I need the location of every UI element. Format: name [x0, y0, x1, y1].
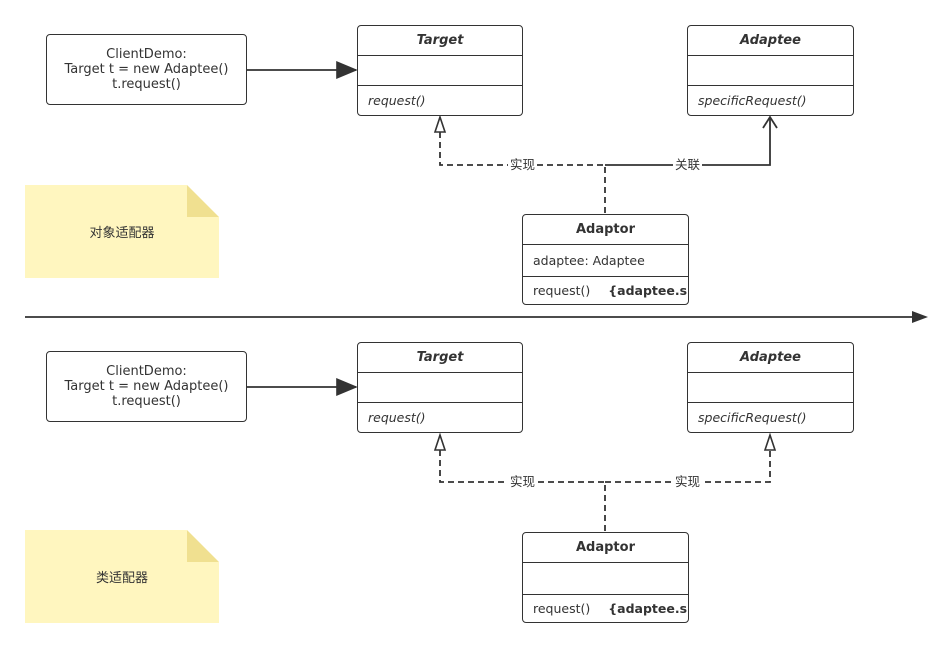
- divider: [688, 372, 853, 373]
- divider: [523, 244, 688, 245]
- class-method: request(): [533, 283, 591, 298]
- bottom-realize-right-arrowhead: [763, 432, 777, 451]
- divider: [523, 276, 688, 277]
- bottom-client-demo-box[interactable]: ClientDemo: Target t = new Adaptee() t.r…: [46, 351, 247, 422]
- class-name: Adaptee: [740, 350, 801, 365]
- client-title: ClientDemo:: [106, 364, 187, 379]
- note-fold: [187, 530, 219, 562]
- client-code-line: Target t = new Adaptee(): [64, 62, 229, 77]
- method-implementation: {adaptee.specificRequest()}: [608, 601, 688, 616]
- class-method: specificRequest(): [698, 93, 807, 108]
- class-attribute: adaptee: Adaptee: [533, 253, 645, 268]
- top-realize-label: 实现: [508, 157, 538, 172]
- class-name: Target: [416, 350, 464, 365]
- section-divider-arrowhead: [912, 311, 928, 323]
- divider: [358, 85, 522, 86]
- class-name: Adaptee: [740, 33, 801, 48]
- bottom-realize-left-line: [439, 450, 606, 531]
- divider: [358, 55, 522, 56]
- bottom-note[interactable]: 类适配器: [25, 530, 219, 623]
- class-method: specificRequest(): [698, 410, 807, 425]
- class-method: request(): [368, 410, 426, 425]
- class-method: request(): [368, 93, 426, 108]
- bottom-adaptee-class[interactable]: Adaptee specificRequest(): [687, 342, 854, 433]
- divider: [688, 85, 853, 86]
- top-client-demo-box[interactable]: ClientDemo: Target t = new Adaptee() t.r…: [46, 34, 247, 105]
- note-text: 对象适配器: [89, 226, 155, 241]
- class-method-row: request() {adaptee.specificRequest()}: [523, 594, 688, 622]
- note-fold: [187, 185, 219, 217]
- top-adaptor-class[interactable]: Adaptor adaptee: Adaptee request() {adap…: [522, 214, 689, 305]
- client-call-line: t.request(): [112, 394, 181, 409]
- method-implementation: {adaptee.specificRequest()}: [608, 283, 688, 298]
- class-name: Adaptor: [575, 540, 635, 555]
- class-method: request(): [533, 601, 591, 616]
- top-note[interactable]: 对象适配器: [25, 185, 219, 278]
- bottom-realize-left-label: 实现: [508, 474, 538, 489]
- class-method-row: request() {adaptee.specificRequest()}: [523, 276, 688, 304]
- class-name: Target: [416, 33, 464, 48]
- divider: [358, 402, 522, 403]
- divider: [523, 594, 688, 595]
- bottom-realize-right-line: [605, 450, 771, 483]
- bottom-realize-left-arrowhead: [433, 432, 447, 451]
- top-association-line: [605, 118, 771, 166]
- client-title: ClientDemo:: [106, 47, 187, 62]
- bottom-adaptor-class[interactable]: Adaptor request() {adaptee.specificReque…: [522, 532, 689, 623]
- client-call-line: t.request(): [112, 77, 181, 92]
- bottom-realize-right-label: 实现: [673, 474, 703, 489]
- top-association-label: 关联: [673, 157, 703, 172]
- top-realize-arrowhead: [433, 114, 447, 133]
- divider: [358, 372, 522, 373]
- top-target-class[interactable]: Target request(): [357, 25, 523, 116]
- bottom-target-class[interactable]: Target request(): [357, 342, 523, 433]
- divider: [523, 562, 688, 563]
- note-text: 类适配器: [95, 571, 148, 586]
- divider: [688, 55, 853, 56]
- divider: [688, 402, 853, 403]
- client-code-line: Target t = new Adaptee(): [64, 379, 229, 394]
- top-adaptee-class[interactable]: Adaptee specificRequest(): [687, 25, 854, 116]
- class-name: Adaptor: [575, 222, 635, 237]
- top-realize-line: [439, 132, 606, 213]
- top-association-arrowhead: [762, 115, 778, 129]
